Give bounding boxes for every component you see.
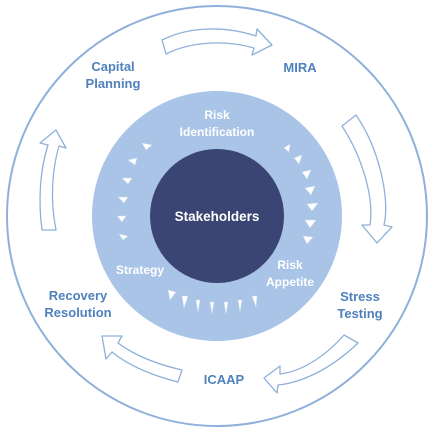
icaap-label: ICAAP: [204, 372, 245, 387]
tick-mark: [304, 219, 317, 229]
mira-label: MIRA: [283, 60, 317, 75]
center-circle: [150, 149, 284, 283]
tick-mark: [251, 295, 258, 308]
risk-identification-label-line1: Risk: [204, 108, 230, 122]
tick-mark: [117, 196, 129, 204]
strategy-label: Strategy: [116, 263, 164, 277]
stress-testing-label-line2: Testing: [337, 306, 382, 321]
tick-mark: [141, 142, 153, 151]
arrow-icaap-to-recovery: [101, 335, 183, 383]
capital-planning-label-line2: Planning: [86, 76, 141, 91]
tick-mark: [293, 154, 303, 165]
risk-identification-label-line2: Identification: [180, 125, 255, 139]
inner-tick-marks: [116, 142, 319, 315]
tick-mark: [195, 299, 201, 313]
arrow-mira-to-stress: [341, 114, 393, 244]
arrow-capital-to-mira: [161, 28, 273, 56]
tick-mark: [283, 143, 291, 153]
tick-mark: [304, 185, 316, 196]
tick-mark: [223, 301, 229, 315]
tick-mark: [237, 299, 243, 313]
tick-mark: [181, 295, 189, 309]
tick-mark: [121, 177, 133, 185]
tick-mark: [118, 233, 129, 241]
arrow-stress-to-icaap: [263, 334, 359, 394]
tick-mark: [209, 301, 215, 315]
tick-mark: [301, 169, 312, 180]
capital-planning-label-line1: Capital: [91, 59, 134, 74]
tick-mark: [306, 202, 319, 212]
recovery-resolution-label-line1: Recovery: [49, 288, 108, 303]
stress-testing-label-line1: Stress: [340, 289, 380, 304]
recovery-resolution-label-line2: Resolution: [44, 305, 111, 320]
risk-appetite-label-line1: Risk: [277, 258, 303, 272]
tick-mark: [116, 215, 127, 223]
tick-mark: [127, 157, 138, 166]
center-label: Stakeholders: [175, 209, 260, 224]
arrow-recovery-to-capital: [39, 129, 67, 231]
tick-mark: [302, 235, 314, 245]
tick-mark: [167, 289, 177, 301]
risk-appetite-label-line2: Appetite: [266, 275, 314, 289]
